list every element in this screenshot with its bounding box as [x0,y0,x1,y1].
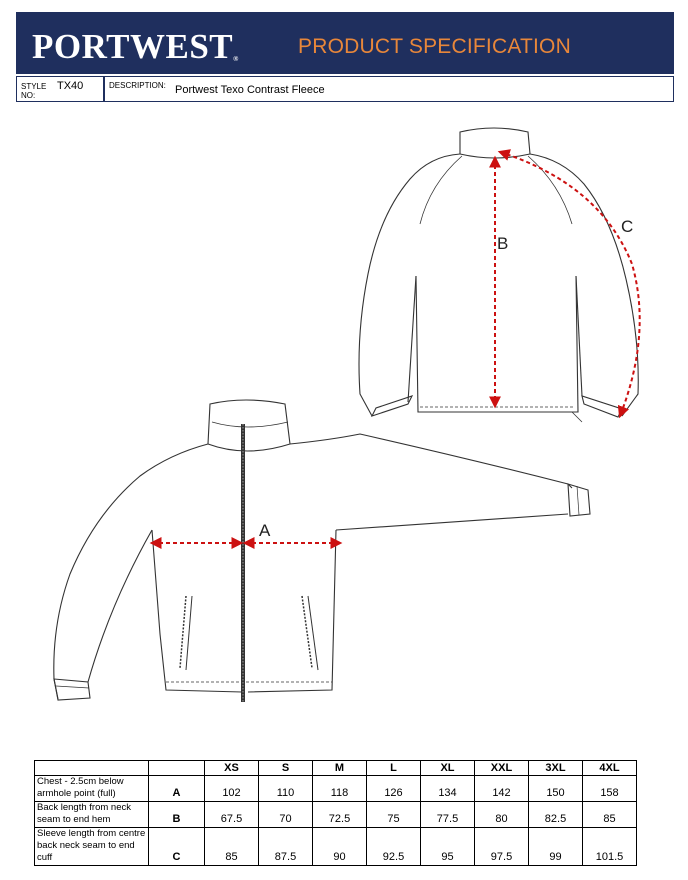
label-b: B [497,234,508,253]
label-a: A [259,521,271,540]
table-cell: 85 [204,827,259,866]
table-cell: 90 [312,827,367,866]
brand-logo: PORTWEST® [32,27,239,66]
table-cell: 87.5 [258,827,313,866]
table-cell: 72.5 [312,801,367,828]
size-header: XXL [474,760,529,776]
size-header: L [366,760,421,776]
description-label: DESCRIPTION: [109,81,166,90]
table-cell: 134 [420,775,475,802]
table-row: Sleeve length from centre back neck seam… [34,827,637,866]
table-cell: 158 [582,775,637,802]
registered-mark: ® [233,55,239,63]
table-cell: 101.5 [582,827,637,866]
table-cell: 110 [258,775,313,802]
document-title: PRODUCT SPECIFICATION [298,35,571,58]
description-value: Portwest Texo Contrast Fleece [175,84,325,96]
table-cell: 70 [258,801,313,828]
size-header: 4XL [582,760,637,776]
table-cell: 150 [528,775,583,802]
style-value: TX40 [57,80,84,92]
size-header: M [312,760,367,776]
header-blank-code [148,760,205,776]
table-cell: 82.5 [528,801,583,828]
table-cell: 99 [528,827,583,866]
size-header-row: XS S M L XL XXL 3XL 4XL [34,760,637,776]
front-view-jacket [53,399,591,701]
table-cell: 142 [474,775,529,802]
header-bar: PORTWEST® PRODUCT SPECIFICATION [16,12,674,74]
table-cell: 67.5 [204,801,259,828]
table-cell: 97.5 [474,827,529,866]
label-c: C [621,217,633,236]
table-row: Back length from neck seam to end hem B … [34,801,637,828]
measure-c [497,149,641,419]
table-cell: 118 [312,775,367,802]
size-header: XS [204,760,259,776]
style-box: STYLE NO: TX40 [16,76,104,102]
table-cell: 75 [366,801,421,828]
table-cell: 95 [420,827,475,866]
table-cell: 77.5 [420,801,475,828]
measurement-table: XS S M L XL XXL 3XL 4XL Chest - 2.5cm be… [34,760,637,866]
row-code: A [148,775,205,802]
size-header: S [258,760,313,776]
table-cell: 80 [474,801,529,828]
table-cell: 126 [366,775,421,802]
row-description: Chest - 2.5cm below armhole point (full) [34,775,149,802]
table-cell: 92.5 [366,827,421,866]
size-header: XL [420,760,475,776]
garment-drawing: B C A [53,127,641,702]
row-code: B [148,801,205,828]
header-blank [34,760,149,776]
table-row: Chest - 2.5cm below armhole point (full)… [34,775,637,802]
description-box: DESCRIPTION: Portwest Texo Contrast Flee… [104,76,674,102]
style-label: STYLE NO: [21,82,47,100]
back-view-jacket [358,127,639,423]
row-description: Sleeve length from centre back neck seam… [34,827,149,866]
size-header: 3XL [528,760,583,776]
row-code: C [148,827,205,866]
table-cell: 102 [204,775,259,802]
table-cell: 85 [582,801,637,828]
row-description: Back length from neck seam to end hem [34,801,149,828]
